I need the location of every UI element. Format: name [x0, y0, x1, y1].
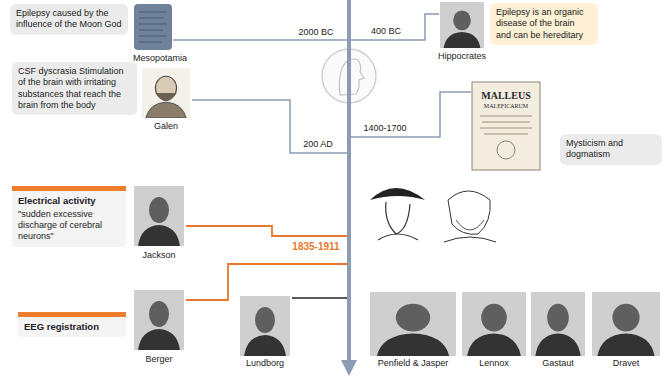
- hippocrates-portrait: [440, 2, 484, 48]
- leader-line: [351, 92, 471, 137]
- caption-label: Berger: [145, 354, 172, 365]
- caption-label: 1400-1700: [363, 123, 406, 134]
- book-lines: [480, 116, 532, 134]
- clay-tablet: [134, 4, 172, 50]
- caption-label: Penfield & Jasper: [378, 358, 449, 369]
- leader-line: [351, 14, 439, 40]
- gastaut-portrait: [531, 292, 585, 356]
- caption-label: Mesopotamia: [133, 53, 187, 64]
- box-text: Mysticism and dogmatism: [566, 138, 656, 161]
- napoleon-hat: [370, 188, 425, 200]
- axis-arrowhead: [341, 360, 357, 376]
- caption-label: Gastaut: [542, 358, 574, 369]
- caption-label: Dravet: [613, 358, 640, 369]
- caption-label: Galen: [154, 121, 178, 132]
- van-gogh-coat: [444, 237, 496, 242]
- book-title: MALLEUS: [481, 90, 530, 102]
- caption-label: 200 AD: [303, 139, 333, 150]
- leader-line: [186, 264, 347, 300]
- napoleon-face: [386, 202, 410, 234]
- box-text: CSF dyscrasia Stimulation of the brain w…: [18, 66, 131, 111]
- date-label: 1835-1911: [292, 241, 339, 253]
- jackson-portrait: [134, 186, 184, 246]
- note-box: Mysticism and dogmatism: [560, 134, 662, 165]
- note-box: CSF dyscrasia Stimulation of the brain w…: [12, 62, 137, 115]
- caption-label: 400 BC: [371, 26, 401, 37]
- penfield-jasper-photo: [370, 292, 456, 356]
- note-box: Epilepsy caused by the influence of the …: [10, 4, 128, 35]
- tablet-script: [139, 12, 167, 42]
- box-text: Epilepsy caused by the influence of the …: [16, 8, 122, 31]
- napoleon-collar: [378, 234, 418, 240]
- caption-label: Hippocrates: [438, 51, 486, 62]
- caption-label: Jackson: [142, 250, 175, 261]
- book-emblem: [497, 141, 515, 159]
- lundborg-portrait: [240, 296, 290, 356]
- lennox-portrait: [462, 292, 526, 356]
- van-gogh-beard: [456, 220, 484, 230]
- book-title: MALEFICARUM: [484, 103, 528, 110]
- berger-portrait: [134, 290, 184, 350]
- note-box: Epilepsy is an organic disease of the br…: [490, 3, 598, 45]
- box-text: Epilepsy is an organic disease of the br…: [496, 7, 592, 41]
- book-page: [472, 82, 540, 170]
- leader-line: [292, 297, 347, 299]
- box-heading: Electrical activity: [18, 195, 120, 207]
- caption-label: Lennox: [479, 358, 509, 369]
- leader-line: [192, 100, 347, 153]
- leader-line: [186, 226, 347, 236]
- caption-label: Lundborg: [246, 358, 284, 369]
- dravet-portrait: [592, 292, 660, 356]
- time-axis: [347, 0, 351, 362]
- box-heading: EEG registration: [24, 321, 120, 333]
- caption-label: 2000 BC: [298, 27, 333, 38]
- galen-portrait: [142, 68, 190, 118]
- leader-line: [173, 39, 347, 41]
- van-gogh-head: [448, 191, 490, 234]
- topic-box: EEG registration: [18, 312, 126, 337]
- box-text: "sudden excessive discharge of cerebral …: [18, 209, 120, 243]
- topic-box: Electrical activity "sudden excessive dis…: [12, 186, 126, 247]
- coin-profile: [339, 59, 364, 95]
